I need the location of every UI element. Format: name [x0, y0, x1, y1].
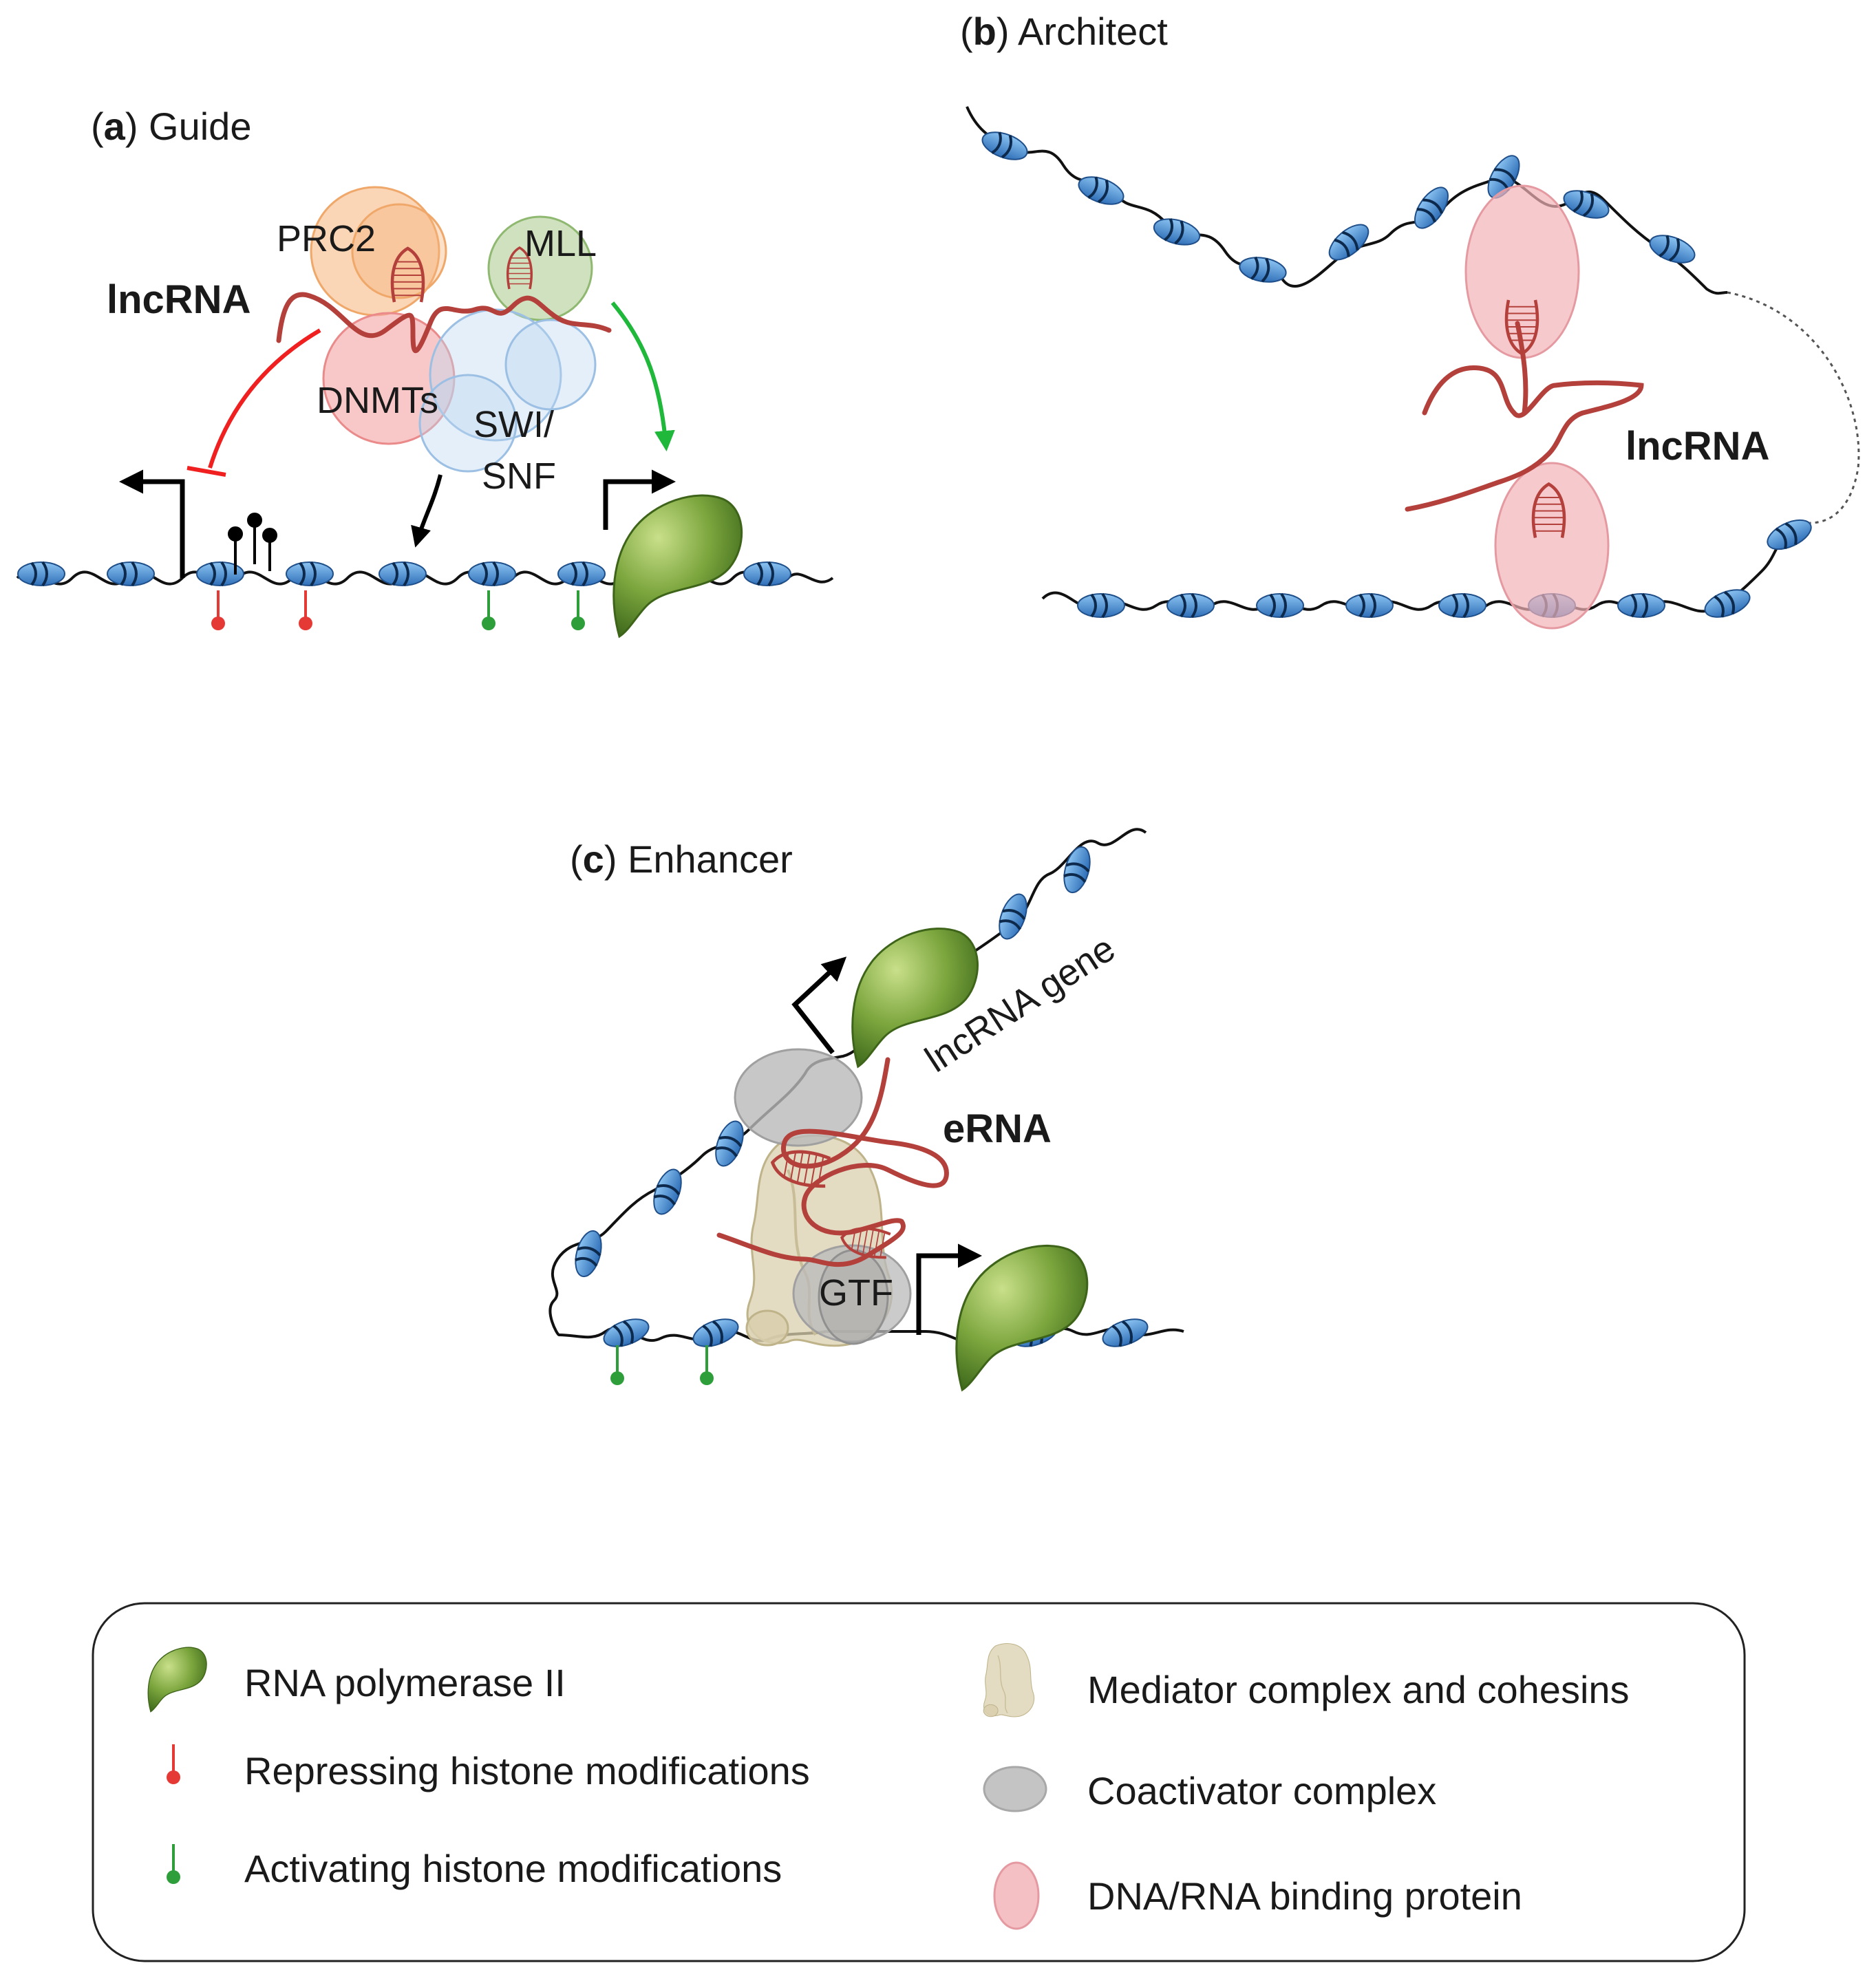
legend-label-repressing: Repressing histone modifications — [244, 1749, 810, 1792]
nucleosome — [688, 1312, 743, 1353]
tss-arrow-target-gene — [916, 1243, 982, 1335]
repressing-mark-icon — [297, 589, 314, 632]
nucleosome — [1438, 592, 1487, 619]
swi-snf-arrow — [411, 474, 443, 548]
nucleosome — [1074, 170, 1129, 211]
rna-polymerase-icon — [955, 1244, 1089, 1391]
nucleosome — [106, 561, 156, 587]
mediator-icon — [983, 1642, 1035, 1717]
activating-mark-icon — [480, 589, 497, 632]
activation-arrow — [610, 301, 675, 451]
nucleosome — [1700, 583, 1755, 624]
nucleosome — [1058, 842, 1096, 897]
nucleosome — [17, 561, 66, 587]
binding-protein-upper — [1464, 184, 1580, 359]
panel-b-title: (b) Architect — [960, 10, 1168, 53]
lncrna-strand-a — [276, 292, 612, 353]
nucleosome — [1345, 592, 1394, 619]
nucleosome — [1322, 217, 1376, 268]
nucleosome — [1098, 1312, 1153, 1353]
binding-protein-lower — [1494, 462, 1610, 630]
coactivator-icon — [983, 1766, 1047, 1812]
legend-box — [92, 1602, 1746, 1962]
tss-arrow-left — [119, 469, 185, 578]
dna-loop-dotted — [1727, 291, 1860, 524]
legend-label-coactivator: Coactivator complex — [1087, 1769, 1436, 1812]
mll-complex — [487, 215, 593, 321]
nucleosome — [557, 561, 606, 587]
swi-snf-label-line2: SNF — [482, 456, 556, 497]
nucleosome — [743, 561, 792, 587]
gtf-label: GTF — [819, 1272, 893, 1314]
tss-arrow-right — [603, 469, 676, 530]
activating-mark-icon — [699, 1344, 715, 1386]
coactivator-complex-upper — [734, 1048, 863, 1147]
activating-mark-icon — [570, 589, 586, 632]
legend-label-rna-polymerase: RNA polymerase II — [244, 1661, 566, 1704]
panel-b-architect: (b) Architect lncRNA — [960, 10, 1860, 630]
nucleosome — [285, 561, 334, 587]
prc2-label: PRC2 — [277, 218, 376, 259]
legend: RNA polymerase II Repressing histone mod… — [92, 1602, 1746, 1962]
nucleosome — [378, 561, 427, 587]
repression-arrow — [208, 328, 321, 469]
legend-label-mediator: Mediator complex and cohesins — [1087, 1668, 1630, 1711]
rna-polymerase-icon — [612, 494, 743, 638]
nucleosome — [1236, 253, 1290, 287]
nucleosome — [467, 561, 517, 587]
lncrna-strand-b-tail — [1515, 321, 1528, 416]
binding-protein-icon — [993, 1861, 1040, 1930]
panel-a-title: (a) Guide — [91, 105, 251, 148]
nucleosome — [1407, 180, 1456, 235]
legend-label-binding-protein: DNA/RNA binding protein — [1087, 1874, 1522, 1918]
mll-label: MLL — [524, 223, 597, 264]
tss-arrow-lncrna-gene — [791, 956, 847, 1055]
nucleosome — [1076, 592, 1126, 619]
swi-snf-label-line1: SWI/ — [473, 404, 554, 445]
swi-snf-complex — [418, 308, 597, 473]
nucleosome — [1762, 513, 1817, 557]
dna-strand-b-lower — [1041, 522, 1811, 613]
nucleosome — [599, 1312, 654, 1353]
repressing-mark-icon — [210, 589, 226, 632]
nucleosome — [1166, 592, 1215, 619]
nucleosome — [1645, 228, 1700, 270]
panel-a-guide: (a) Guide — [16, 105, 834, 638]
lncrna-label-a: lncRNA — [107, 277, 251, 322]
dna-strand-b-upper — [966, 106, 1728, 295]
nucleosome — [1617, 592, 1666, 619]
erna-label: eRNA — [943, 1106, 1052, 1151]
legend-label-activating: Activating histone modifications — [244, 1847, 782, 1890]
lncrna-strand-b — [1405, 365, 1644, 512]
lncrna-label-b: lncRNA — [1625, 424, 1769, 469]
panel-c-title: (c) Enhancer — [570, 837, 793, 881]
panel-c-enhancer: (c) Enhancer lncRNA gene eRN — [548, 828, 1184, 1391]
repression-bar — [186, 466, 226, 477]
dnmts-label: DNMTs — [317, 380, 438, 421]
activating-mark-icon — [609, 1344, 626, 1386]
dna-methylation-marks — [228, 513, 277, 575]
nucleosome — [1255, 592, 1305, 619]
nucleosome — [709, 1116, 750, 1171]
nucleosome — [1149, 213, 1204, 251]
